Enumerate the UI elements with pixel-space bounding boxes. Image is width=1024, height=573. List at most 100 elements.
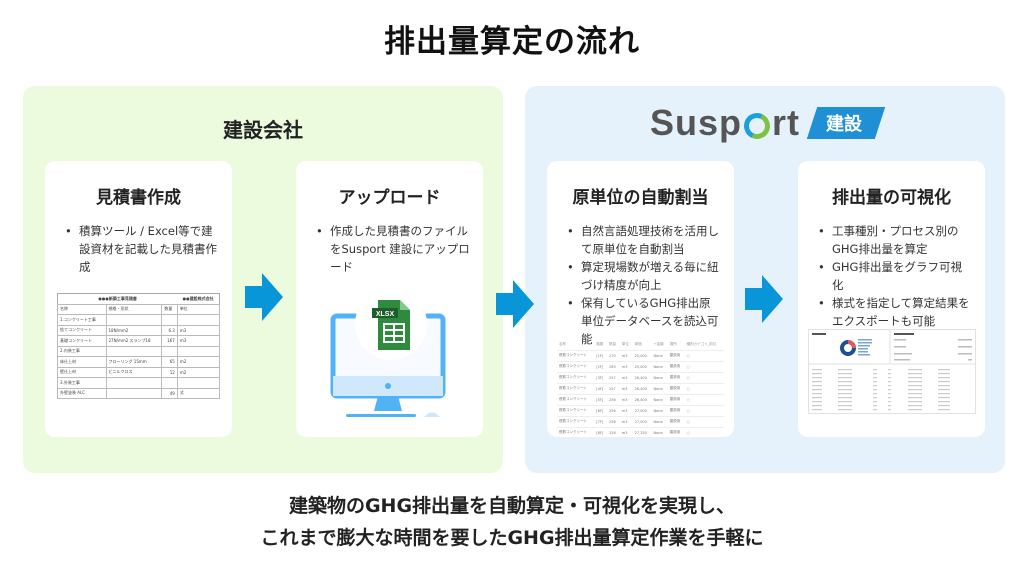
dashboard-row-line: [938, 393, 950, 395]
table-cell: 27,000: [632, 416, 652, 428]
table-cell: 256: [607, 405, 620, 417]
svg-text:XLSX: XLSX: [376, 311, 395, 318]
dashboard-row-line: [838, 397, 852, 399]
dashboard-row-line: [812, 389, 822, 391]
estimate-sheet-image: ●●●新築工事見積書●●建設株式会社 名称規格・形状数量単位 1.コンクリート工…: [57, 293, 221, 399]
table-cell: ○: [684, 394, 724, 406]
table-cell: 27,000: [632, 405, 652, 417]
table-cell: 25,000: [632, 350, 652, 362]
dashboard-row-line: [888, 397, 891, 399]
bullet: GHG排出量をグラフ可視化: [818, 258, 973, 294]
dashboard-row-line: [908, 389, 922, 391]
table-cell: None: [651, 350, 668, 362]
table-cell: ○: [684, 383, 724, 395]
dashboard-row-line: [888, 405, 891, 407]
table-cell: 鉄筋コンクリート: [557, 350, 595, 362]
table-cell: None: [651, 394, 668, 406]
table-cell: 種別カテゴリ_前位: [684, 339, 724, 351]
table-cell: 建設用: [667, 416, 685, 428]
table-cell: [7F]: [594, 416, 608, 428]
step-title: 見積書作成: [96, 188, 181, 208]
dashboard-row-line: [873, 393, 877, 395]
table-cell: None: [651, 405, 668, 417]
table-cell: 26,400: [632, 372, 652, 384]
table-cell: 単価: [632, 339, 652, 351]
dashboard-row-line: [938, 381, 950, 383]
step-card-estimate: 見積書作成 積算ツール / Excel等で建設資材を記載した見積書作成 ●●●新…: [45, 161, 232, 437]
step-bullets: 自然言語処理技術を活用して原単位を自動割当 算定現場数が増える毎に紐づけ精度が向…: [567, 222, 722, 348]
step-title: アップロード: [338, 188, 441, 208]
table-cell: 建設用: [667, 350, 685, 362]
dashboard-row-line: [908, 401, 922, 403]
dashboard-row-line: [812, 373, 822, 375]
sheet-title: ●●●新築工事見積書: [98, 295, 137, 301]
table-cell: 建設用: [667, 361, 685, 373]
bullet: 工事種別・プロセス別のGHG排出量を算定: [818, 222, 973, 258]
dashboard-row-line: [812, 393, 822, 395]
dashboard-row-line: [888, 369, 891, 371]
table-cell: [6F]: [594, 405, 608, 417]
step-bullets: 工事種別・プロセス別のGHG排出量を算定 GHG排出量をグラフ可視化 様式を指定…: [818, 222, 973, 330]
table-cell: ○: [684, 361, 724, 373]
bullet: 自然言語処理技術を活用して原単位を自動割当: [567, 222, 722, 258]
summary-text: 建築物のGHG排出量を自動算定・可視化を実現し、 これまで膨大な時間を要したGH…: [0, 490, 1024, 554]
table-cell: m3: [619, 416, 633, 428]
dashboard-row-line: [873, 405, 877, 407]
company-heading: 建設会社: [223, 118, 303, 142]
bullet: 積算ツール / Excel等で建設資材を記載した見積書作成: [65, 222, 220, 276]
table-cell: +金額: [651, 339, 668, 351]
table-cell: None: [651, 427, 668, 439]
dashboard-row-line: [873, 373, 877, 375]
table-cell: 名称: [557, 339, 595, 351]
table-cell: 数量: [607, 339, 620, 351]
table-cell: m3: [619, 372, 633, 384]
summary-line-1: 建築物のGHG排出量を自動算定・可視化を実現し、: [288, 495, 736, 517]
table-cell: 建設用: [667, 427, 685, 439]
dashboard-row-line: [812, 405, 822, 407]
dashboard-row-line: [888, 381, 891, 383]
sheet-company: ●●建設株式会社: [182, 295, 214, 301]
table-cell: [5F]: [594, 394, 608, 406]
table-cell: 27,250: [632, 427, 652, 439]
dashboard-row-line: [838, 401, 852, 403]
dashboard-row-line: [873, 397, 877, 399]
dashboard-row-line: [938, 405, 950, 407]
logo-badge: 建設: [806, 107, 886, 139]
table-cell: 建設用: [667, 372, 685, 384]
dashboard-row-line: [888, 377, 891, 379]
table-cell: 鉄筋コンクリート: [557, 405, 595, 417]
dashboard-row-line: [812, 397, 822, 399]
table-cell: None: [651, 372, 668, 384]
dashboard-row-line: [908, 385, 922, 387]
table-cell: ○: [684, 350, 724, 362]
table-cell: m3: [619, 405, 633, 417]
dashboard-row-line: [938, 409, 950, 411]
table-cell: 26,400: [632, 383, 652, 395]
table-cell: ○: [684, 416, 724, 428]
table-cell: ○: [684, 372, 724, 384]
xlsx-file-icon: XLSX: [372, 300, 410, 350]
dashboard-row-line: [888, 389, 891, 391]
logo-ring-icon: [740, 109, 774, 143]
dashboard-row-line: [908, 397, 922, 399]
dashboard-row-line: [908, 377, 922, 379]
table-cell: 鉄筋コンクリート: [557, 361, 595, 373]
table-cell: m3: [619, 383, 633, 395]
dashboard-row-line: [838, 393, 852, 395]
dashboard-row-line: [812, 401, 822, 403]
bullet: 算定現場数が増える毎に紐づけ精度が向上: [567, 258, 722, 294]
table-cell: 建設用: [667, 394, 685, 406]
table-cell: 26,400: [632, 394, 652, 406]
table-cell: m3: [619, 394, 633, 406]
dashboard-row-line: [938, 369, 950, 371]
arrow-right-icon: [496, 280, 534, 328]
dashboard-row-line: [938, 373, 950, 375]
page-title: 排出量算定の流れ: [384, 24, 640, 60]
table-cell: 鉄筋コンクリート: [557, 416, 595, 428]
dashboard-row-line: [812, 377, 822, 379]
